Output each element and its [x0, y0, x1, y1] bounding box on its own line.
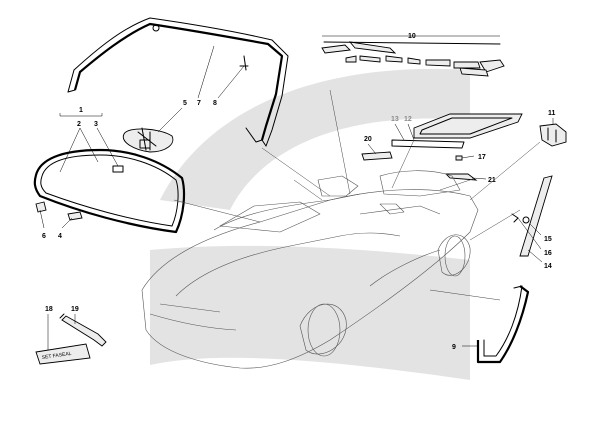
callout-21: 21 [488, 177, 496, 184]
part-roof-strips [321, 41, 505, 77]
callout-11: 11 [548, 110, 556, 117]
part-engine-cover-glass [391, 113, 523, 149]
watermark-swoosh-upper [160, 68, 470, 210]
callout-20: 20 [364, 136, 372, 143]
callout-9: 9 [452, 344, 456, 351]
watermark-swoosh-lower [150, 245, 470, 380]
car-body [141, 170, 479, 369]
part-sealant: SET FASEAL [35, 313, 107, 365]
part-door-seal [476, 285, 530, 364]
sealant-tube-label: SET FASEAL [41, 351, 72, 361]
leader-lines [39, 35, 554, 350]
callout-4: 4 [58, 233, 62, 240]
part-small-trims [361, 151, 478, 181]
part-window-channel [511, 175, 553, 257]
callout-10: 10 [408, 33, 416, 40]
part-windscreen [33, 148, 186, 234]
callout-19: 19 [71, 306, 79, 313]
part-bracket [539, 123, 567, 147]
part-rear-view-mirror [122, 127, 174, 153]
callout-7: 7 [197, 100, 201, 107]
watermark-logo [150, 68, 470, 380]
callout-5: 5 [183, 100, 187, 107]
callout-15: 15 [544, 236, 552, 243]
part-small-clips [35, 201, 83, 221]
callout-16: 16 [544, 250, 552, 257]
callout-14: 14 [544, 263, 552, 270]
connection-lines [173, 89, 541, 301]
callout-13: 13 [391, 116, 399, 123]
callout-17: 17 [478, 154, 486, 161]
callout-12: 12 [404, 116, 412, 123]
callout-3: 3 [94, 121, 98, 128]
callout-6: 6 [42, 233, 46, 240]
callout-labels: 1 2 3 4 5 6 7 8 9 10 11 12 13 14 15 16 1… [42, 33, 556, 351]
callout-2: 2 [77, 121, 81, 128]
callout-18: 18 [45, 306, 53, 313]
callout-1: 1 [79, 107, 83, 114]
part-windscreen-frame-seal [67, 17, 289, 147]
callout-8: 8 [213, 100, 217, 107]
